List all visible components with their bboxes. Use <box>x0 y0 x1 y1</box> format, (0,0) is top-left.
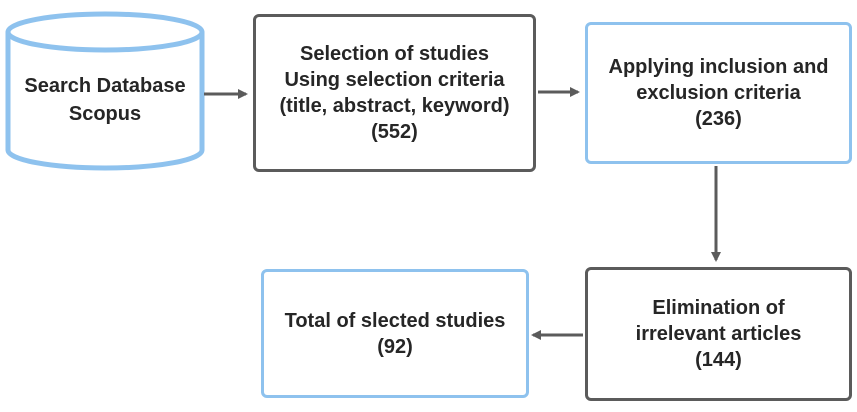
total-count: (92) <box>377 335 413 358</box>
database-cylinder <box>5 11 205 171</box>
total-selected-studies-box: Total of slected studies (92) <box>261 269 529 398</box>
selection-of-studies-box: Selection of studies Using selection cri… <box>253 14 536 172</box>
search-database-line-1: Search Database <box>24 75 186 97</box>
total-line-1: Total of slected studies <box>284 309 506 332</box>
search-database-line-2: Scopus <box>68 103 142 125</box>
selection-line-1: Selection of studies <box>300 43 489 65</box>
elimination-line-1: Elimination of <box>652 297 785 319</box>
elimination-count: (144) <box>695 349 742 371</box>
applying-line-1: Applying inclusion and <box>608 56 829 78</box>
selection-count: (552) <box>371 121 418 143</box>
applying-line-2: exclusion criteria <box>636 82 801 104</box>
search-database-label: Search Database Scopus <box>5 72 205 128</box>
selection-line-2: Using selection criteria <box>284 69 505 91</box>
selection-line-3: (title, abstract, keyword) <box>279 95 510 117</box>
elimination-box: Elimination of irrelevant articles (144) <box>585 267 852 401</box>
applying-count: (236) <box>695 108 742 130</box>
applying-criteria-box: Applying inclusion and exclusion criteri… <box>585 22 852 164</box>
elimination-line-2: irrelevant articles <box>635 323 802 345</box>
